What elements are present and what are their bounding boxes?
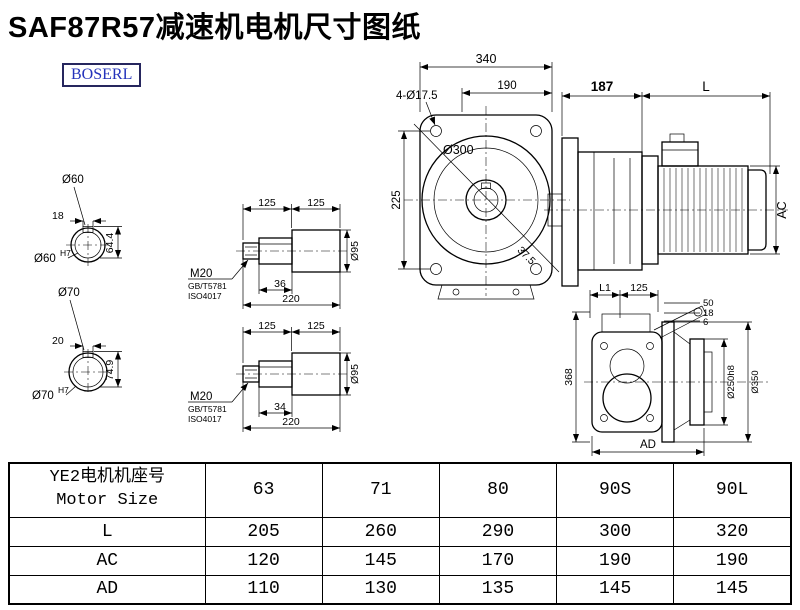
dim-bot-total: 220 [282, 416, 300, 428]
shaft-top-hub [291, 229, 341, 273]
cell: 145 [321, 545, 440, 576]
dim-top-seg2: 125 [307, 197, 325, 209]
terminal-box [661, 141, 699, 167]
dim-shaft60-tol: H7 [60, 248, 71, 258]
cell: 260 [321, 516, 440, 547]
dim-side-offset: 187 [591, 79, 614, 94]
table-row-l: L 205 260 290 300 320 [8, 516, 792, 547]
row-label: L [8, 516, 206, 547]
cell: 190 [673, 545, 792, 576]
dim-shaft70-tol: H7 [58, 385, 69, 395]
row-label: AC [8, 545, 206, 576]
cell: 290 [438, 516, 558, 547]
dim-front-holes: 4-Ø17.5 [396, 90, 438, 102]
shaft60-outer-circle [70, 227, 106, 263]
dim-rear-6: 6 [703, 317, 708, 328]
dim-rear-50: 50 [703, 298, 714, 309]
dim-rear-125: 125 [630, 282, 648, 294]
cell: 320 [673, 516, 792, 547]
row-label: AD [8, 574, 206, 605]
table-row-ac: AC 120 145 170 190 190 [8, 545, 792, 576]
dim-front-pitch: 190 [497, 80, 516, 92]
cell: 135 [438, 574, 558, 605]
dim-shaft70-dia: Ø70 [58, 287, 80, 299]
shaft60-keyway [82, 226, 94, 233]
dim-front-width: 340 [476, 52, 497, 66]
gearbox-flange-plate [561, 137, 579, 287]
cell: 110 [204, 574, 323, 605]
dim-bot-seg1: 125 [258, 320, 276, 332]
dim-shaft70-key: 20 [52, 335, 64, 347]
dim-top-dia: Ø95 [349, 241, 361, 261]
dim-top-std1: GB/T5781 [188, 281, 227, 291]
cell: 145 [556, 574, 675, 605]
shaft-side-view-top: 125 125 M20 GB/T5781 ISO4017 36 220 Ø95 [188, 197, 361, 309]
dim-top-thread: M20 [190, 268, 212, 280]
dim-bot-std2: ISO4017 [188, 414, 222, 424]
dim-bot-dia: Ø95 [349, 364, 361, 384]
dim-shaft60-key: 18 [52, 210, 64, 222]
dim-top-seg1: 125 [258, 197, 276, 209]
dim-bot-thread: M20 [190, 391, 212, 403]
shaft-side-view-bottom: 125 125 M20 GB/T5781 ISO4017 34 220 Ø95 [188, 320, 361, 432]
col-header-71: 71 [321, 462, 440, 518]
shaft-section-60: Ø60 18 64.4 Ø60 H7 [34, 174, 122, 266]
dim-rear-ad: AD [640, 439, 656, 451]
dim-top-step: 36 [274, 278, 286, 290]
cell: 145 [673, 574, 792, 605]
table-row-ad: AD 110 130 135 145 145 [8, 574, 792, 605]
dim-front-flange: Ø300 [443, 143, 474, 157]
dim-rear-d350: Ø350 [750, 370, 761, 393]
cell: 205 [204, 516, 323, 547]
dim-shaft60-depth: 64.4 [104, 233, 116, 254]
motor-size-table: YE2电机机座号 Motor Size 63 71 80 90S 90L L 2… [8, 462, 792, 605]
col-header-80: 80 [438, 462, 558, 518]
fan-cowl [747, 169, 767, 251]
shaft-section-70: Ø70 20 74.9 Ø70 H7 [32, 287, 122, 402]
table-header-row: YE2电机机座号 Motor Size 63 71 80 90S 90L [8, 462, 792, 518]
dim-rear-l1: L1 [599, 282, 611, 294]
cell: 190 [556, 545, 675, 576]
dim-rear-18: 18 [703, 308, 714, 319]
dim-bot-seg2: 125 [307, 320, 325, 332]
col-header-90s: 90S [556, 462, 675, 518]
table-header-en: Motor Size [56, 491, 159, 511]
cell: 300 [556, 516, 675, 547]
dim-front-height: 225 [391, 190, 403, 209]
cell: 120 [204, 545, 323, 576]
dim-bot-std1: GB/T5781 [188, 404, 227, 414]
gearmotor-side-view: 187 L AC [544, 79, 789, 287]
col-header-63: 63 [204, 462, 323, 518]
dim-shaft70-depth: 74.9 [104, 360, 116, 381]
dim-top-std2: ISO4017 [188, 291, 222, 301]
dim-side-ac: AC [775, 201, 789, 218]
dim-rear-d250: Ø250h8 [726, 365, 737, 399]
shaft-bot-hub [291, 352, 341, 396]
dim-bot-step: 34 [274, 401, 286, 413]
dim-shaft60-bore: Ø60 [34, 253, 56, 265]
dim-shaft70-bore: Ø70 [32, 390, 54, 402]
table-header-cell: YE2电机机座号 Motor Size [8, 462, 206, 518]
gearbox-front-view: Ø300 340 190 4-Ø17.5 225 37.5 [391, 52, 570, 300]
cell: 170 [438, 545, 558, 576]
cell: 130 [321, 574, 440, 605]
dim-side-length: L [702, 79, 710, 94]
shaft70-outer-circle [68, 352, 108, 392]
shaft70-keyway [82, 351, 94, 358]
dim-shaft60-dia: Ø60 [62, 174, 84, 186]
rear-top-bracket [601, 313, 651, 333]
dim-top-total: 220 [282, 293, 300, 305]
brand-logo: BOSERL [62, 63, 142, 87]
gearbox-rear-view: L1 125 50 18 6 368 Ø250h8 Ø350 [563, 282, 768, 456]
table-header-cn: YE2电机机座号 [49, 468, 166, 488]
gearbox-body [577, 151, 643, 271]
page-title: SAF87R57减速机电机尺寸图纸 [8, 12, 421, 44]
dim-rear-height: 368 [563, 368, 575, 386]
col-header-90l: 90L [673, 462, 792, 518]
